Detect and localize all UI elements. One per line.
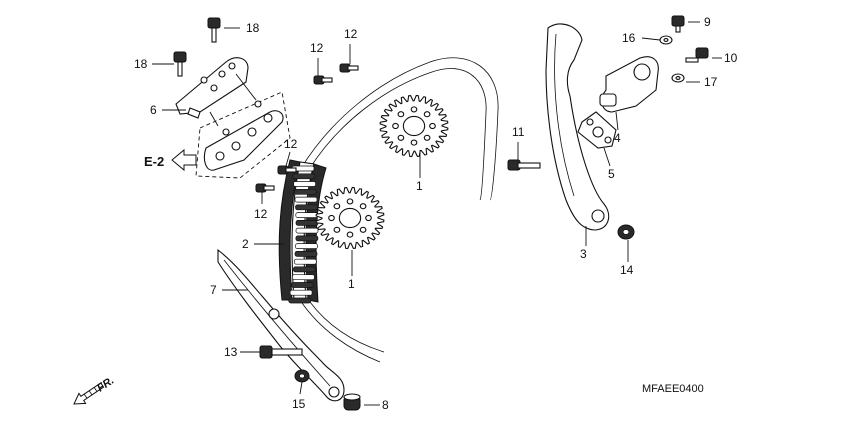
- callout-2[interactable]: 2: [242, 237, 249, 251]
- washer-14[interactable]: [617, 224, 635, 240]
- sprocket-hole: [365, 214, 372, 222]
- bolt-12-c[interactable]: [277, 165, 297, 175]
- callout-14[interactable]: 14: [620, 263, 634, 277]
- callout-4[interactable]: 4: [614, 131, 621, 145]
- bolt-13[interactable]: [259, 345, 303, 359]
- tensioner-arm[interactable]: [545, 23, 610, 231]
- callout-5[interactable]: 5: [608, 167, 615, 181]
- callout-12[interactable]: 12: [344, 27, 358, 41]
- callout-16[interactable]: 16: [622, 31, 636, 45]
- callout-9[interactable]: 9: [704, 15, 711, 29]
- chain-link: [293, 258, 317, 265]
- bolt-12-a[interactable]: [313, 75, 333, 85]
- chain-guide[interactable]: [217, 248, 345, 402]
- reference-label: E-2: [144, 154, 164, 169]
- sprocket-hole: [346, 198, 354, 205]
- chain-link: [293, 266, 316, 273]
- sprocket-hole: [392, 122, 399, 130]
- callout-7[interactable]: 7: [210, 283, 217, 297]
- sprocket-hub: [402, 115, 426, 137]
- bolt-12-d[interactable]: [255, 183, 275, 193]
- diagram-code: MFAEE0400: [642, 383, 704, 395]
- reference-arrow-icon: [171, 148, 197, 172]
- callout-1[interactable]: 1: [416, 179, 423, 193]
- sprocket-hole: [333, 203, 341, 210]
- bolt-11[interactable]: [507, 159, 541, 171]
- guide-assembly-outline: [195, 73, 291, 179]
- chain-links: [288, 165, 319, 304]
- chain-link: [294, 251, 318, 257]
- callout-15[interactable]: 15: [292, 397, 306, 411]
- chain-link: [295, 243, 318, 249]
- callout-8[interactable]: 8: [382, 398, 389, 412]
- sprocket-hole: [333, 226, 341, 233]
- bolt-12-b[interactable]: [339, 63, 359, 73]
- washer-15[interactable]: [294, 369, 310, 383]
- cam-sprocket-lower[interactable]: [315, 186, 385, 250]
- cam-chain[interactable]: [278, 57, 499, 363]
- front-label: FR.: [95, 375, 116, 395]
- washer-16[interactable]: [659, 35, 673, 45]
- bolt-10[interactable]: [685, 47, 709, 63]
- tensioner-lifter[interactable]: [599, 56, 659, 113]
- callout-3[interactable]: 3: [580, 247, 587, 261]
- chain-link: [295, 204, 318, 211]
- callout-1[interactable]: 1: [348, 277, 355, 291]
- chain-link: [289, 289, 313, 296]
- chain-link: [288, 297, 312, 304]
- sprocket-hole: [328, 214, 335, 222]
- arrow-left-icon: [73, 382, 105, 405]
- cam-sprocket-upper[interactable]: [379, 94, 449, 158]
- bolt-18-top[interactable]: [207, 17, 221, 43]
- bolt-18-left[interactable]: [173, 51, 187, 77]
- callout-12[interactable]: 12: [284, 137, 298, 151]
- callout-6[interactable]: 6: [150, 103, 157, 117]
- chain-link: [295, 220, 319, 226]
- chain-link: [293, 188, 317, 195]
- lifter-gasket[interactable]: [577, 111, 617, 149]
- callout-17[interactable]: 17: [704, 75, 718, 89]
- callout-18[interactable]: 18: [134, 57, 148, 71]
- chain-link: [295, 235, 319, 242]
- washer-17[interactable]: [671, 73, 685, 83]
- sprocket-hole: [410, 139, 418, 146]
- sprocket-hub: [338, 207, 362, 229]
- chain-link: [294, 196, 318, 203]
- sprocket-hole: [423, 134, 431, 141]
- callout-10[interactable]: 10: [724, 51, 738, 65]
- chain-link: [295, 227, 319, 234]
- sprocket-hole: [346, 231, 354, 238]
- sprocket-hole: [359, 203, 367, 210]
- sprocket-hole: [397, 134, 405, 141]
- leader-lines: [152, 21, 722, 406]
- sprocket-hole: [359, 226, 367, 233]
- callout-12[interactable]: 12: [310, 41, 324, 55]
- callout-13[interactable]: 13: [224, 345, 238, 359]
- callout-12[interactable]: 12: [254, 207, 268, 221]
- callout-18[interactable]: 18: [246, 21, 260, 35]
- collar-8[interactable]: [343, 393, 361, 411]
- upper-chain-guide[interactable]: [175, 57, 249, 119]
- sprocket-hole: [423, 111, 431, 118]
- callouts: 18 18 6 12 12 12 12 2 7 13 15 8 1 1 11 3…: [134, 15, 738, 412]
- front-direction-indicator: FR.: [73, 375, 116, 405]
- sprocket-hole: [429, 122, 436, 130]
- sprocket-hole: [397, 111, 405, 118]
- chain-link: [290, 282, 314, 288]
- bolt-9[interactable]: [671, 15, 685, 33]
- callout-11[interactable]: 11: [512, 125, 525, 139]
- reference-e2[interactable]: E-2: [144, 148, 197, 172]
- sprocket-hole: [410, 106, 418, 113]
- chain-link: [295, 212, 319, 218]
- chain-link: [293, 181, 316, 187]
- chain-link: [292, 274, 315, 281]
- chain-link: [292, 173, 316, 180]
